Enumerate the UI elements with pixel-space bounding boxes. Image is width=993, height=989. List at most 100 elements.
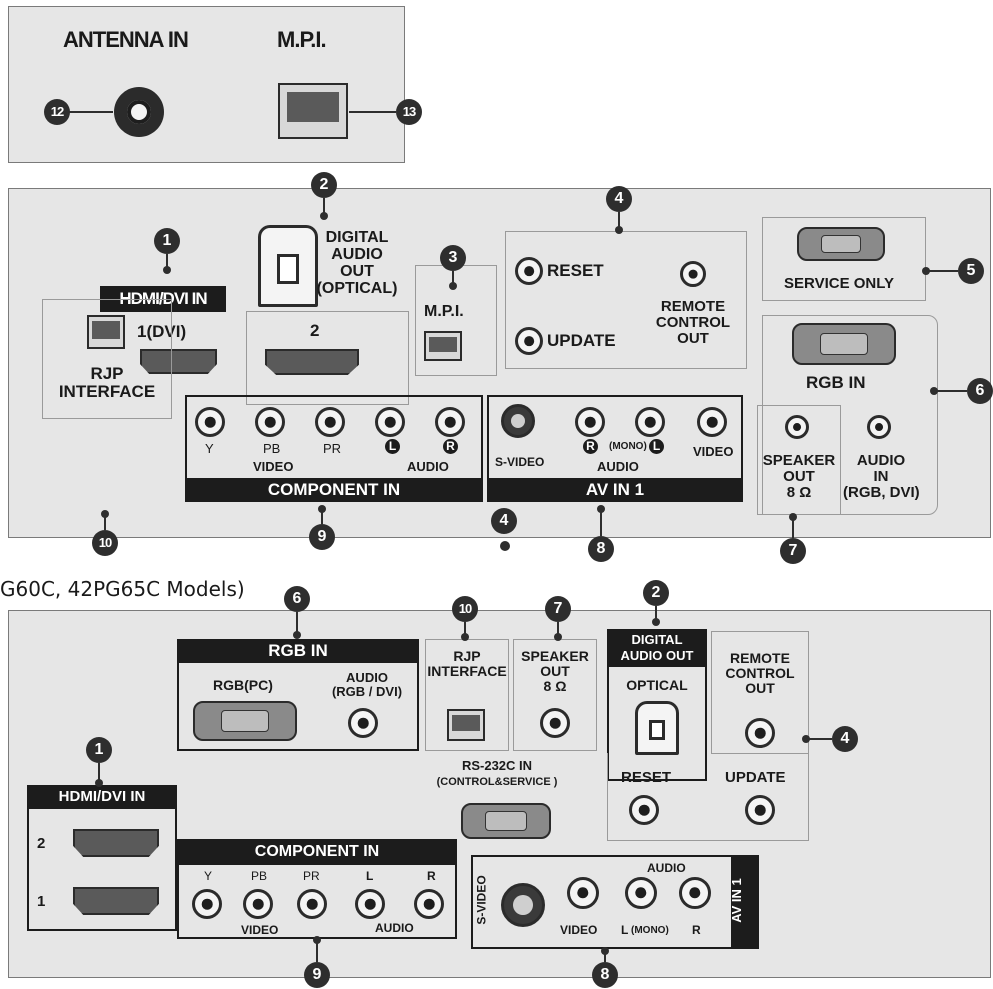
callout-9: 9 [304,962,330,988]
component-video-label: VIDEO [253,459,294,474]
remote-control-jack [680,261,706,287]
rjp-label: RJP INTERFACE [425,649,509,679]
leader-dot [615,226,623,234]
component-pr-label: PR [323,441,342,456]
speaker-out-jack [540,708,570,738]
text-line: CONTROL [725,665,795,681]
leader-line [296,612,298,632]
leader-line [452,271,454,285]
text-line: CONTROL [655,314,731,331]
hdmi-1-port [140,349,217,374]
av-audio-r-jack [679,877,711,909]
mpi-port [424,331,462,361]
text-line: OUT [340,263,374,280]
component-audio-l-jack [375,407,405,437]
rgb-pc-label: RGB(PC) [213,677,273,693]
remote-reset-update-box [607,753,809,841]
middle-connector-panel: HDMI/DVI IN 1(DVI) DIGITAL AUDIO OUT (OP… [8,188,991,538]
leader-line [349,111,396,113]
text-line: REMOTE [730,650,790,666]
remote-control-label: REMOTE CONTROL OUT [643,299,743,347]
reset-jack [515,257,543,285]
leader-line [323,198,325,214]
av-l-label: L [649,439,664,454]
optical-port [258,225,318,307]
update-label: UPDATE [725,769,786,786]
audio-rgb-dvi-jack [348,708,378,738]
leader-dot [320,212,328,220]
svideo-jack [501,404,535,438]
hdmi-2-box [246,311,409,405]
component-video-label: VIDEO [241,923,279,937]
hdmi-2-port [265,349,359,375]
bottom-connector-panel: RGB IN RGB(PC) AUDIO (RGB / DVI) RJP INT… [8,610,991,978]
leader-dot [930,387,938,395]
callout-1: 1 [154,228,180,254]
leader-line [928,270,958,272]
rgb-port [792,323,896,365]
speaker-out-label: SPEAKER OUT 8 Ω [757,453,841,501]
service-port [797,227,885,261]
leader-line [600,510,602,536]
callout-13: 13 [396,99,422,125]
callout-10: 10 [452,596,478,622]
leader-dot [554,633,562,641]
remote-control-label: REMOTE CONTROL OUT [711,651,809,696]
component-r-label: R [443,439,458,454]
text-line: REMOTE [660,298,726,315]
rjp-label: RJP INTERFACE [42,365,172,401]
component-pb-jack [255,407,285,437]
callout-7: 7 [780,538,806,564]
callout-9: 9 [309,524,335,550]
leader-line [104,514,106,530]
reset-label: RESET [547,261,604,280]
component-audio-label: AUDIO [407,459,449,474]
text-line: (RGB / DVI) [331,684,403,699]
leader-line [604,952,606,962]
component-l-label: L [385,439,400,454]
callout-7: 7 [545,596,571,622]
speaker-out-jack [785,415,809,439]
text-line: INTERFACE [58,382,156,401]
callout-4-lower: 4 [491,508,517,534]
callout-1: 1 [86,737,112,763]
leader-line [936,390,967,392]
text-line: RJP [453,648,481,664]
callout-2: 2 [311,172,337,198]
leader-dot [449,282,457,290]
rs232c-label: RS-232C IN (CONTROL&SERVICE ) [427,757,567,791]
component-pb-label: PB [263,441,281,456]
av-l-label: L [621,923,629,937]
component-y-label: Y [204,869,213,883]
audio-rgb-dvi-label: AUDIO (RGB / DVI) [327,671,407,699]
leader-dot [163,266,171,274]
callout-5: 5 [958,258,984,284]
text-line: OUT [745,680,775,696]
svideo-label: S-VIDEO [495,455,545,469]
leader-line [69,111,113,113]
av-r-label: R [692,923,701,937]
text-line: (RGB, DVI) [843,484,920,501]
text-line: IN [873,468,889,485]
leader-dot [95,779,103,787]
text-line: RS-232C IN [461,758,533,773]
leader-line [321,510,323,524]
hdmi-2-label: 2 [310,321,320,340]
leader-line [557,622,559,634]
hdmi-1-label: 1(DVI) [137,322,187,341]
digital-audio-out-title: DIGITAL AUDIO OUT [607,629,707,667]
callout-10: 10 [92,530,118,556]
svideo-label: S-VIDEO [474,875,489,925]
remote-control-jack [745,718,775,748]
rgb-in-label: RGB IN [806,373,866,392]
audio-rgb-dvi-jack [867,415,891,439]
reset-label: RESET [621,769,672,786]
remote-reset-update-box [711,631,809,753]
mpi-label: M.P.I. [424,303,464,320]
digital-audio-label: DIGITAL AUDIO OUT (OPTICAL) [312,229,402,297]
update-jack [745,795,775,825]
rgb-in-title: RGB IN [177,639,419,663]
component-l-label: L [366,869,374,883]
text-line: OUT [783,468,815,485]
av-in-1-title [731,855,759,949]
